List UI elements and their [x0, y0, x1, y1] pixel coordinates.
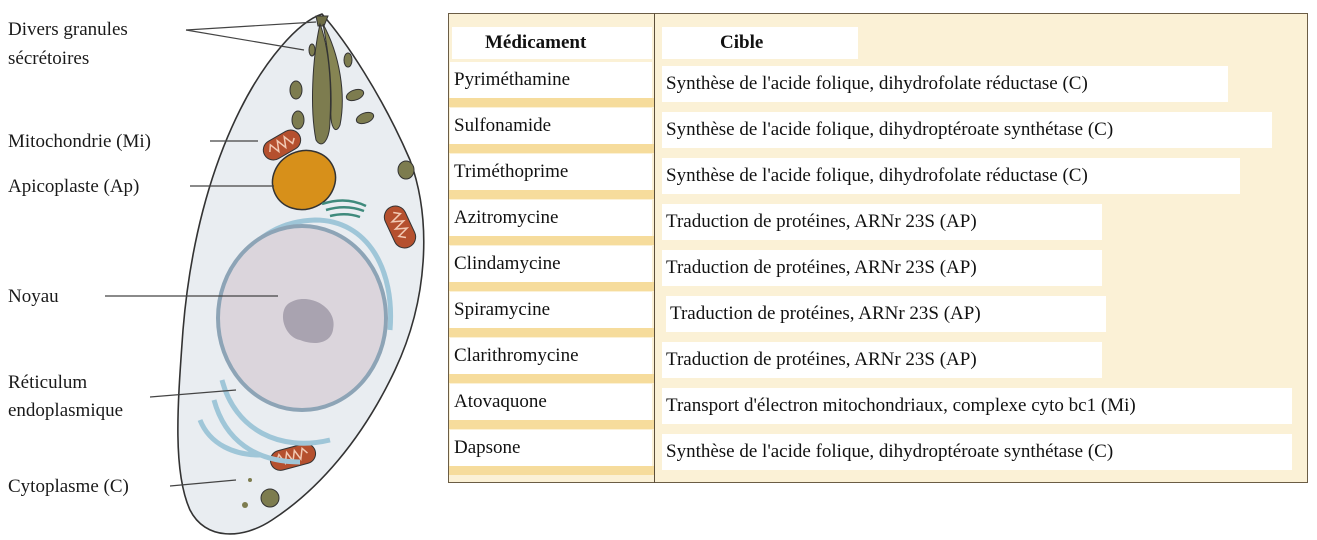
table-cell-drug: Atovaquone — [450, 384, 652, 420]
granule-icon — [290, 81, 302, 99]
table-cell-drug: Triméthoprime — [450, 154, 652, 190]
row-stripe — [449, 466, 654, 475]
label-cytoplasm: Cytoplasme (C) — [8, 476, 129, 497]
granule-icon — [248, 478, 252, 482]
header-target: Cible — [662, 27, 858, 59]
row-stripe — [449, 328, 654, 337]
label-er: Réticulum — [8, 372, 87, 393]
table-cell-target: Traduction de protéines, ARNr 23S (AP) — [666, 296, 1106, 332]
table-cell-target: Traduction de protéines, ARNr 23S (AP) — [662, 250, 1102, 286]
granule-icon — [292, 111, 304, 129]
label-mitochondria: Mitochondrie (Mi) — [8, 131, 151, 152]
table-cell-drug: Azitromycine — [450, 200, 652, 236]
table-cell-drug: Pyriméthamine — [450, 62, 652, 98]
table-cell-drug: Sulfonamide — [450, 108, 652, 144]
table-cell-target: Traduction de protéines, ARNr 23S (AP) — [662, 342, 1102, 378]
table-cell-target: Traduction de protéines, ARNr 23S (AP) — [662, 204, 1102, 240]
row-stripe — [449, 190, 654, 199]
table-cell-target: Synthèse de l'acide folique, dihydrofola… — [662, 66, 1228, 102]
granule-icon — [242, 502, 248, 508]
table-cell-target: Synthèse de l'acide folique, dihydroptér… — [662, 434, 1292, 470]
table-cell-target: Transport d'électron mitochondriaux, com… — [662, 388, 1292, 424]
label-apicoplast: Apicoplaste (Ap) — [8, 176, 139, 197]
column-divider — [654, 13, 655, 483]
header-drug: Médicament — [452, 27, 652, 59]
granule-icon — [309, 44, 315, 56]
row-stripe — [449, 236, 654, 245]
label-nucleus: Noyau — [8, 286, 59, 307]
row-stripe — [449, 374, 654, 383]
granule-icon — [344, 53, 352, 67]
table-cell-drug: Dapsone — [450, 430, 652, 466]
cell-diagram: Divers granules sécrétoires Mitochondrie… — [0, 0, 440, 540]
table-cell-drug: Spiramycine — [450, 292, 652, 328]
table-cell-drug: Clarithromycine — [450, 338, 652, 374]
granule-icon — [261, 489, 279, 507]
label-granules: Divers granules — [8, 19, 128, 40]
table-cell-drug: Clindamycine — [450, 246, 652, 282]
row-stripe — [449, 144, 654, 153]
row-stripe — [449, 420, 654, 429]
table-cell-target: Synthèse de l'acide folique, dihydrofola… — [662, 158, 1240, 194]
row-stripe — [449, 282, 654, 291]
table-cell-target: Synthèse de l'acide folique, dihydroptér… — [662, 112, 1272, 148]
granule-icon — [398, 161, 414, 179]
label-granules-2: sécrétoires — [8, 48, 89, 69]
row-stripe — [449, 98, 654, 107]
label-er-2: endoplasmique — [8, 400, 123, 421]
